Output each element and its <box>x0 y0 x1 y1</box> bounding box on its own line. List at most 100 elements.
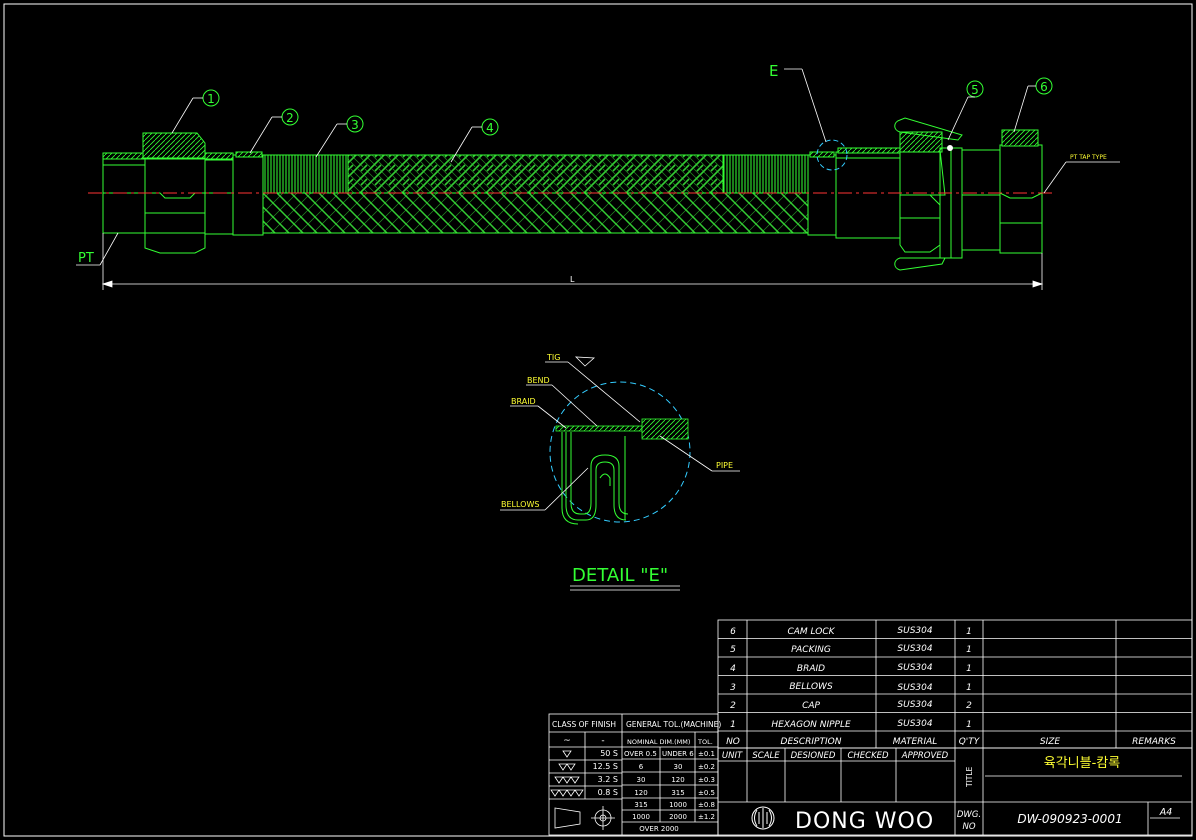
bom-cell-material: SUS304 <box>897 644 932 654</box>
bom-cell-qty: 1 <box>966 664 972 674</box>
detail-e-marker-label: E <box>769 62 778 80</box>
tolerance-tol-header: TOL. <box>697 738 713 746</box>
tol-row-t: ±1.2 <box>698 813 715 821</box>
dwg-number: DW-090923-0001 <box>1017 812 1122 826</box>
tol-row-b: 120 <box>671 776 684 784</box>
bom-cell-qty: 1 <box>966 627 972 637</box>
pt-tap-label: PT TAP TYPE <box>1070 154 1107 161</box>
balloon-4: 4 <box>450 118 499 163</box>
bom-header-qty: Q'TY <box>959 737 981 747</box>
bom-header-material: MATERIAL <box>893 737 938 747</box>
balloon-5-number: 5 <box>971 83 979 97</box>
finish-value: 0.8 S <box>598 788 618 797</box>
detail-label-tig: TIG <box>546 353 560 362</box>
bom-cell-material: SUS304 <box>897 663 932 673</box>
detail-label-bellows: BELLOWS <box>501 500 539 509</box>
detail-e-title: DETAIL "E" <box>572 565 668 586</box>
tb-dwg-label-1: DWG. <box>957 810 981 820</box>
bom-header-no: NO <box>726 737 740 747</box>
bom-cell-description: CAP <box>802 701 820 711</box>
bom-row: 1 HEXAGON NIPPLE SUS304 1 <box>730 719 972 730</box>
bom-row: 2 CAP SUS304 2 <box>730 700 972 711</box>
company-name: DONG WOO <box>795 809 934 834</box>
bom-cell-qty: 2 <box>966 701 972 711</box>
bom-cell-description: PACKING <box>791 645 831 655</box>
bom-cell-no: 3 <box>730 683 736 693</box>
finish-tolerance-grid <box>548 713 719 836</box>
bom-row: 6 CAM LOCK SUS304 1 <box>730 626 972 637</box>
balloon-3-number: 3 <box>351 118 359 132</box>
bom-cell-description: BRAID <box>797 664 825 674</box>
bom-cell-qty: 1 <box>966 683 972 693</box>
bellows-left-section <box>262 154 349 194</box>
tol-row-a: 30 <box>637 776 646 784</box>
tolerance-col-header: NOMINAL DIM.(MM) <box>627 738 690 746</box>
bom-cell-no: 5 <box>730 645 736 655</box>
finish-sub-1: - <box>601 736 604 746</box>
bom-cell-description: CAM LOCK <box>787 627 835 637</box>
pt-label: PT <box>78 251 94 266</box>
finish-value: 3.2 S <box>598 775 618 784</box>
detail-label-bend: BEND <box>527 376 550 385</box>
bom-cell-material: SUS304 <box>897 683 932 693</box>
bom-cell-material: SUS304 <box>897 719 932 729</box>
bellows-right-section <box>722 154 809 194</box>
balloon-4-number: 4 <box>486 121 494 135</box>
tol-row-a: 6 <box>639 763 644 771</box>
bom-cell-qty: 1 <box>966 645 972 655</box>
sheet-size: A4 <box>1159 807 1173 818</box>
bom-header-description: DESCRIPTION <box>781 737 842 747</box>
tol-row-b: 2000 <box>669 813 687 821</box>
detail-e-view: TIG BEND BRAID PIPE BELLOWS <box>500 353 740 525</box>
bom-cell-material: SUS304 <box>897 700 932 710</box>
bom-header-remarks: REMARKS <box>1132 737 1176 747</box>
bom-header-size: SIZE <box>1040 737 1061 747</box>
bom-rows: 6 CAM LOCK SUS304 1 5 PACKING SUS304 1 4… <box>726 626 1176 747</box>
balloon-3: 3 <box>315 115 364 158</box>
tol-row-a: OVER 0.5 <box>624 750 657 758</box>
bom-row: 5 PACKING SUS304 1 <box>730 644 972 655</box>
tol-row-t: ±0.1 <box>698 750 715 758</box>
tol-row-b: UNDER 6 <box>662 750 694 758</box>
braid-lower-section <box>262 192 809 234</box>
title-block-grid <box>717 747 1193 836</box>
bom-row: 3 BELLOWS SUS304 1 <box>730 682 972 693</box>
tol-row-t: ±0.8 <box>698 801 715 809</box>
tol-row-t: ±0.5 <box>698 789 715 797</box>
tol-row-t: ±0.3 <box>698 776 715 784</box>
projection-symbol <box>554 806 615 830</box>
tol-row-b: 30 <box>674 763 683 771</box>
balloon-2: 2 <box>249 108 299 154</box>
detail-e-marker-circle <box>816 139 848 171</box>
finish-value: 50 S <box>600 749 618 758</box>
balloon-6-number: 6 <box>1040 80 1048 94</box>
detail-e-leader <box>784 68 827 143</box>
braid-upper-section <box>347 154 724 194</box>
finish-sub-0: ~ <box>563 736 571 746</box>
bom-cell-no: 1 <box>730 720 736 730</box>
tol-row-t: ±0.2 <box>698 763 715 771</box>
tb-scale-label: SCALE <box>752 751 780 761</box>
tolerance-rows: OVER 0.5 UNDER 6 ±0.1 6 30 ±0.2 30 120 ±… <box>624 750 715 833</box>
drawing-frame <box>3 3 1193 837</box>
tol-row-a: 315 <box>634 801 647 809</box>
company-logo-icon <box>751 806 775 830</box>
balloon-6: 6 <box>1013 77 1053 133</box>
bom-cell-description: HEXAGON NIPPLE <box>771 720 851 730</box>
pt-leader <box>76 232 119 266</box>
bom-cell-description: BELLOWS <box>789 682 833 692</box>
detail-label-braid: BRAID <box>511 397 536 406</box>
bom-row: 4 BRAID SUS304 1 <box>730 663 972 674</box>
bom-cell-no: 6 <box>730 627 736 637</box>
tol-row-a: OVER 2000 <box>639 825 679 833</box>
bom-cell-no: 2 <box>730 701 736 711</box>
tb-checked-label: CHECKED <box>847 751 889 761</box>
tol-row-b: 1000 <box>669 801 687 809</box>
tb-designed-label: DESIONED <box>791 751 836 761</box>
bom-cell-material: SUS304 <box>897 626 932 636</box>
tb-dwg-label-2: NO <box>962 822 975 832</box>
tol-row-a: 1000 <box>632 813 650 821</box>
length-label: L <box>570 275 575 284</box>
bom-header-row: NO DESCRIPTION MATERIAL Q'TY SIZE REMARK… <box>726 737 1176 747</box>
